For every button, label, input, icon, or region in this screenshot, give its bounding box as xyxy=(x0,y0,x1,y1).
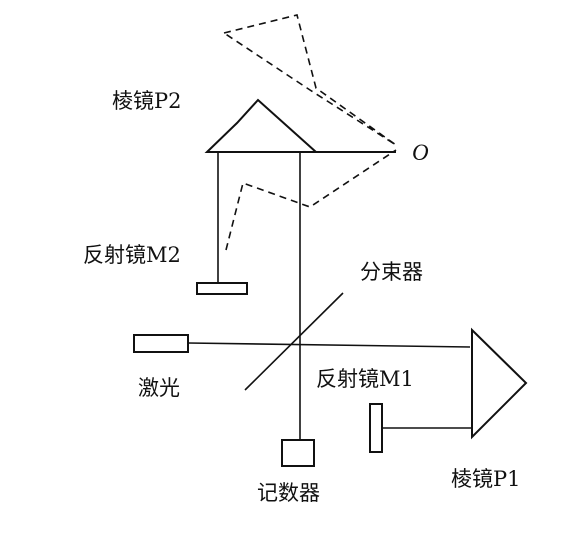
beam-splitter xyxy=(244,292,344,391)
laser-beam xyxy=(187,342,471,348)
prism-p1 xyxy=(471,327,528,440)
label-counter: 记数器 xyxy=(257,481,320,505)
label-prism-p2: 棱镜P2 xyxy=(112,89,182,113)
rotated-prism-dashed xyxy=(223,14,397,146)
prism-p2 xyxy=(204,98,319,153)
mirror-m2 xyxy=(196,282,248,295)
label-prism-p1: 棱镜P1 xyxy=(451,467,521,491)
mirror-m1 xyxy=(369,403,383,453)
label-mirror-m1: 反射镜M1 xyxy=(316,367,414,391)
laser-source xyxy=(133,334,189,353)
label-beam-splitter: 分束器 xyxy=(360,260,423,284)
label-mirror-m2: 反射镜M2 xyxy=(83,243,181,267)
rotated-beam-dashed xyxy=(225,149,397,251)
counter-box xyxy=(281,439,315,467)
label-point-o: O xyxy=(412,140,429,165)
label-laser: 激光 xyxy=(138,376,180,400)
